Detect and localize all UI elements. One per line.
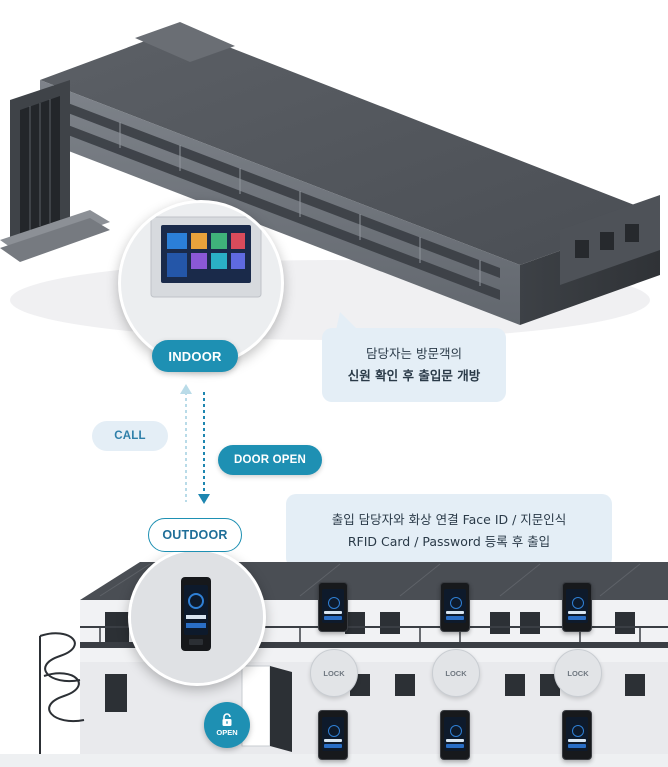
- outdoor-bubble-line-1: 출입 담당자와 화상 연결 Face ID / 지문인식: [286, 509, 612, 531]
- indoor-bubble-line-2: 신원 확인 후 출입문 개방: [322, 365, 506, 387]
- lock-badge-3: LOCK: [554, 649, 602, 697]
- padlock-open-icon: [220, 713, 234, 727]
- outdoor-terminal-icon: [131, 551, 263, 683]
- indoor-building-illustration: [0, 0, 668, 360]
- outdoor-terminal-closeup: [128, 548, 266, 686]
- access-terminal-upper-1: [318, 582, 348, 632]
- indoor-monitor-icon: [121, 203, 281, 363]
- call-arrow-head: [180, 384, 192, 394]
- indoor-speech-bubble: 담당자는 방문객의 신원 확인 후 출입문 개방: [322, 328, 506, 402]
- flow-arrows: [176, 380, 216, 510]
- access-terminal-upper-3: [562, 582, 592, 632]
- door-open-label: DOOR OPEN: [218, 445, 322, 475]
- call-label: CALL: [92, 421, 168, 451]
- indoor-bubble-tail: [336, 312, 362, 332]
- open-badge: OPEN: [204, 702, 250, 748]
- indoor-bubble-line-1: 담당자는 방문객의: [322, 343, 506, 365]
- access-terminal-lower-1: [318, 710, 348, 760]
- outdoor-bubble-line-2: RFID Card / Password 등록 후 출입: [286, 531, 612, 553]
- door-open-arrow-head: [198, 494, 210, 504]
- indoor-label: INDOOR: [152, 340, 238, 372]
- access-terminal-lower-3: [562, 710, 592, 760]
- lock-badge-2: LOCK: [432, 649, 480, 697]
- access-terminal-upper-2: [440, 582, 470, 632]
- outdoor-label: OUTDOOR: [148, 518, 242, 552]
- open-label: OPEN: [216, 728, 237, 737]
- access-terminal-lower-2: [440, 710, 470, 760]
- lock-badge-1: LOCK: [310, 649, 358, 697]
